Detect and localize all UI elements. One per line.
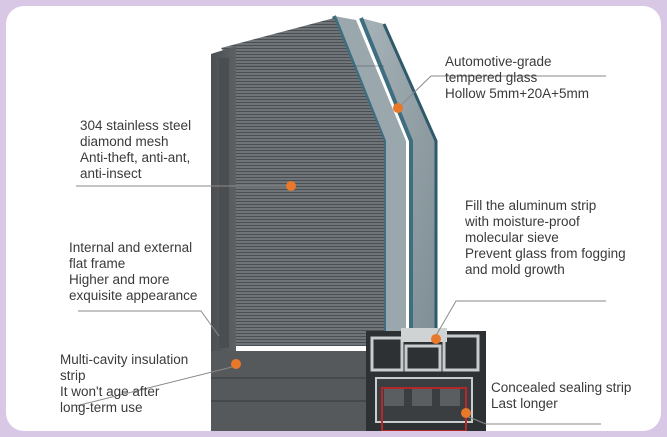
glass-pane-back	[359, 17, 438, 336]
callout-sealing-line-1: Concealed sealing strip	[491, 380, 632, 395]
stainless-steel-mesh	[221, 18, 384, 346]
marker-spacer	[431, 334, 441, 344]
aluminum-frame	[211, 46, 366, 431]
callout-spacer-line-2: with moisture-proof	[465, 214, 580, 229]
callout-sealing-line-2: Last longer	[491, 396, 558, 411]
callout-frame: Internal and external flat frame Higher …	[69, 240, 197, 304]
product-diagram-card: Automotive-grade tempered glass Hollow 5…	[6, 6, 661, 431]
callout-insulation: Multi-cavity insulation strip It won't a…	[60, 352, 188, 416]
marker-glass	[393, 103, 403, 113]
callout-glass: Automotive-grade tempered glass Hollow 5…	[445, 54, 589, 102]
callout-frame-line-2: flat frame	[69, 256, 126, 271]
callout-mesh: 304 stainless steel diamond mesh Anti-th…	[80, 118, 191, 182]
callout-insulation-line-4: long-term use	[60, 400, 143, 415]
callout-spacer-line-4: Prevent glass from fogging	[465, 246, 626, 261]
window-cross-section-illustration	[75, 15, 606, 431]
callout-mesh-line-3: Anti-theft, anti-ant,	[80, 150, 191, 165]
callout-spacer-line-5: and mold growth	[465, 262, 565, 277]
callout-glass-line-2: tempered glass	[445, 70, 538, 85]
callout-frame-line-1: Internal and external	[69, 240, 193, 255]
callout-insulation-line-1: Multi-cavity insulation	[60, 352, 189, 367]
callout-frame-line-3: Higher and more	[69, 272, 170, 287]
callout-insulation-line-2: strip	[60, 368, 86, 383]
marker-mesh	[286, 181, 296, 191]
callout-leader-lines	[75, 75, 606, 425]
callout-frame-line-4: exquisite appearance	[69, 288, 198, 303]
callout-glass-line-3: Hollow 5mm+20A+5mm	[445, 86, 590, 101]
callout-mesh-line-1: 304 stainless steel	[80, 118, 192, 133]
callout-spacer-line-1: Fill the aluminum strip	[465, 198, 597, 213]
callout-sealing: Concealed sealing strip Last longer	[491, 380, 631, 412]
callout-markers	[231, 103, 471, 418]
marker-insulation	[231, 359, 241, 369]
marker-sealing	[461, 408, 471, 418]
callout-spacer-line-3: molecular sieve	[465, 230, 559, 245]
callout-insulation-line-3: It won't age after	[60, 384, 160, 399]
callout-mesh-line-4: anti-insect	[80, 166, 142, 181]
callout-spacer: Fill the aluminum strip with moisture-pr…	[465, 198, 626, 278]
callout-glass-line-1: Automotive-grade	[445, 54, 552, 69]
callout-mesh-line-2: diamond mesh	[80, 134, 169, 149]
